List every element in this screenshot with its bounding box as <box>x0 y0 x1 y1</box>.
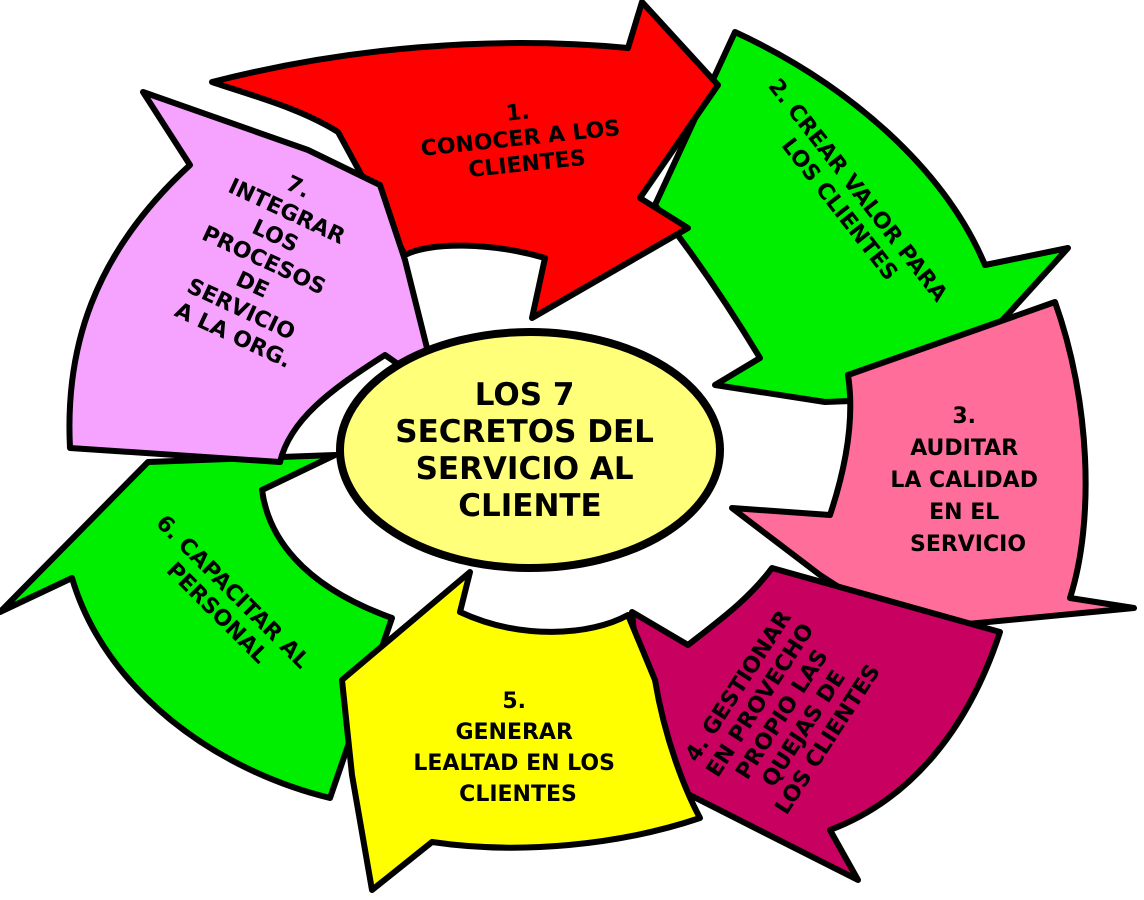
segment-6-capacitar: 6. CAPACITAR AL PERSONAL <box>0 452 395 801</box>
center-line-2: SECRETOS DEL <box>395 414 654 450</box>
center-hub: LOS 7 SECRETOS DEL SERVICIO AL CLIENTE <box>336 328 724 572</box>
segment-1-conocer: 1. CONOCER A LOS CLIENTES <box>209 0 721 321</box>
segment-3-line-3: LA CALIDAD <box>890 468 1038 493</box>
segment-5-arrow <box>339 569 703 893</box>
center-line-1: LOS 7 <box>475 377 575 413</box>
segment-7-arrow <box>66 89 441 465</box>
segment-5-line-1: 5. <box>502 689 526 714</box>
segment-3-line-1: 3. <box>952 404 976 429</box>
segment-5-generar: 5. GENERAR LEALTAD EN LOS CLIENTES <box>339 569 703 893</box>
center-line-4: CLIENTE <box>458 488 601 524</box>
segment-2-arrow <box>652 29 1071 405</box>
segment-3-line-4: EN EL <box>929 500 999 525</box>
segment-4-arrow <box>629 565 1003 883</box>
segment-5-line-2: GENERAR <box>455 720 572 745</box>
segment-5-line-3: LEALTAD EN LOS <box>413 751 615 776</box>
segment-6-arrow <box>0 452 395 801</box>
segment-3-auditar: 3. AUDITAR LA CALIDAD EN EL SERVICIO <box>729 299 1137 633</box>
segment-3-line-5: SERVICIO <box>910 532 1026 557</box>
center-title: LOS 7 SECRETOS DEL SERVICIO AL CLIENTE <box>395 377 664 524</box>
segment-3-label: 3. AUDITAR LA CALIDAD EN EL SERVICIO <box>890 404 1045 557</box>
segment-1-arrow <box>209 0 721 321</box>
segment-7-integrar: 7. INTEGRAR LOS PROCESOS DE SERVICIO A L… <box>66 89 441 465</box>
segment-3-line-2: AUDITAR <box>910 436 1018 461</box>
segment-3-arrow <box>729 299 1137 633</box>
segment-4-gestionar: 4. GESTIONAR EN PROVECHO PROPIO LAS QUEJ… <box>629 565 1003 883</box>
segment-5-line-4: CLIENTES <box>459 782 577 807</box>
center-line-3: SERVICIO AL <box>416 451 634 487</box>
segment-1-line-1: 1. <box>505 99 531 126</box>
segment-5-label: 5. GENERAR LEALTAD EN LOS CLIENTES <box>413 689 622 807</box>
center-ellipse <box>336 328 724 572</box>
